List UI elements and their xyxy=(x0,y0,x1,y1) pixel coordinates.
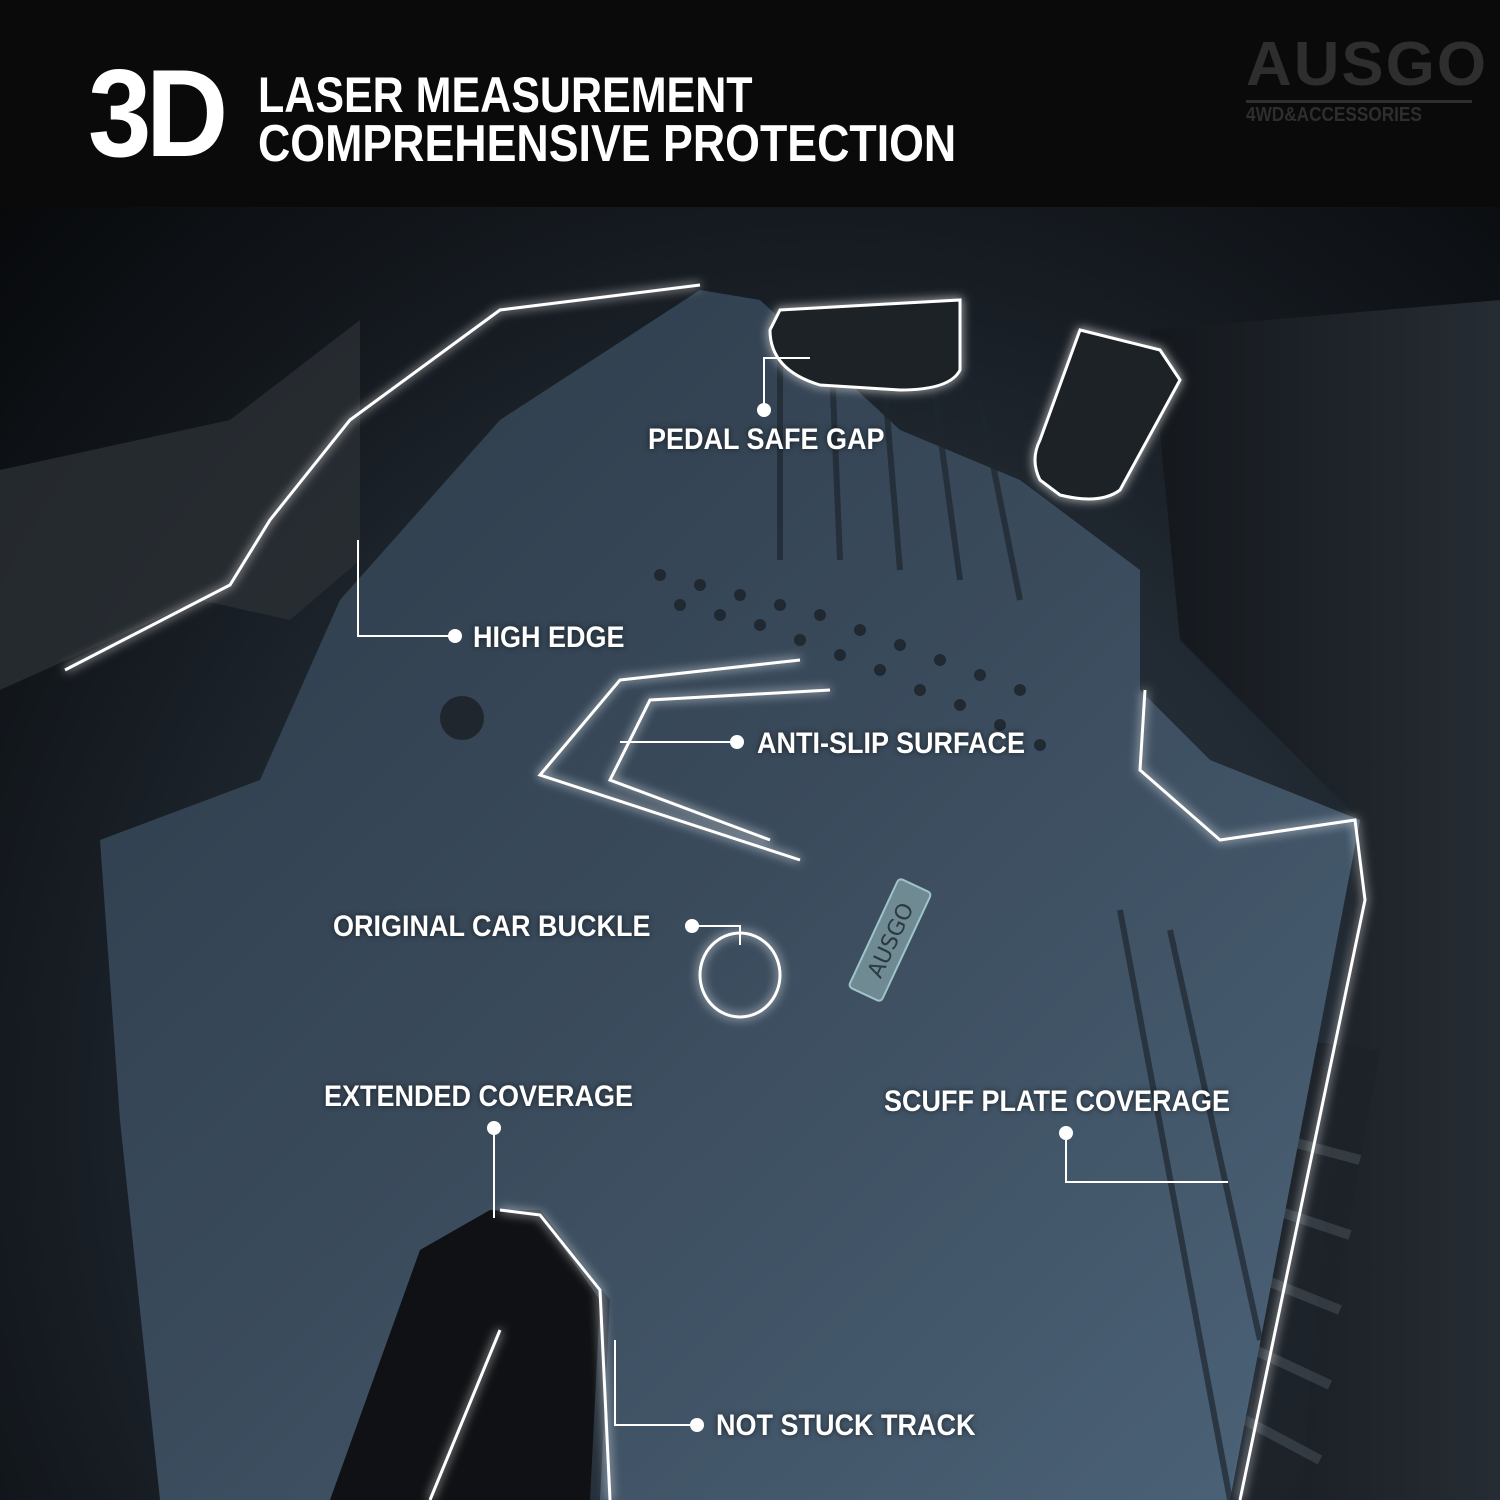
leader-not-stuck-track xyxy=(614,1340,697,1426)
product-scene: AUSGO PEDAL SAFE GAP HIGH EDGE ANTI-SLIP… xyxy=(0,207,1500,1500)
brand-name: AUSGO xyxy=(1246,30,1489,99)
callout-scuff-plate-coverage: SCUFF PLATE COVERAGE xyxy=(884,1085,1231,1118)
callout-leaders xyxy=(357,357,1228,1432)
mat-illustration: AUSGO xyxy=(0,283,1500,1500)
left-carpet xyxy=(0,320,360,690)
right-console xyxy=(1150,300,1500,1500)
callout-original-car-buckle: ORIGINAL CAR BUCKLE xyxy=(333,910,651,943)
leader-high-edge xyxy=(357,540,455,637)
accelerator-pedal xyxy=(1033,328,1182,501)
brake-pedal xyxy=(768,298,962,392)
leader-scuff-plate-coverage xyxy=(1065,1133,1228,1183)
brand-divider xyxy=(1246,100,1472,103)
mat-plug xyxy=(440,696,484,740)
leader-original-car-buckle xyxy=(692,925,741,945)
callout-high-edge: HIGH EDGE xyxy=(473,621,625,654)
header-banner: 3D LASER MEASUREMENT COMPREHENSIVE PROTE… xyxy=(0,0,1500,207)
leader-pedal-safe-gap xyxy=(763,357,810,410)
brand-logo: AUSGO 4WD&ACCESSORIES xyxy=(1246,34,1486,126)
anti-slip-dots xyxy=(654,569,1046,751)
callout-not-stuck-track: NOT STUCK TRACK xyxy=(716,1409,976,1442)
headline-line-1: LASER MEASUREMENT xyxy=(258,67,753,123)
floor-mat xyxy=(100,290,1360,1500)
brand-subtitle: 4WD&ACCESSORIES xyxy=(1246,104,1422,126)
headline-line-2: COMPREHENSIVE PROTECTION xyxy=(258,115,957,173)
seat-track xyxy=(330,1210,600,1500)
3d-mark: 3D xyxy=(88,45,228,183)
glow-outlines xyxy=(64,283,1367,1500)
callout-anti-slip-surface: ANTI-SLIP SURFACE xyxy=(757,727,1026,760)
callout-extended-coverage: EXTENDED COVERAGE xyxy=(324,1080,634,1113)
callout-pedal-safe-gap: PEDAL SAFE GAP xyxy=(648,423,885,456)
